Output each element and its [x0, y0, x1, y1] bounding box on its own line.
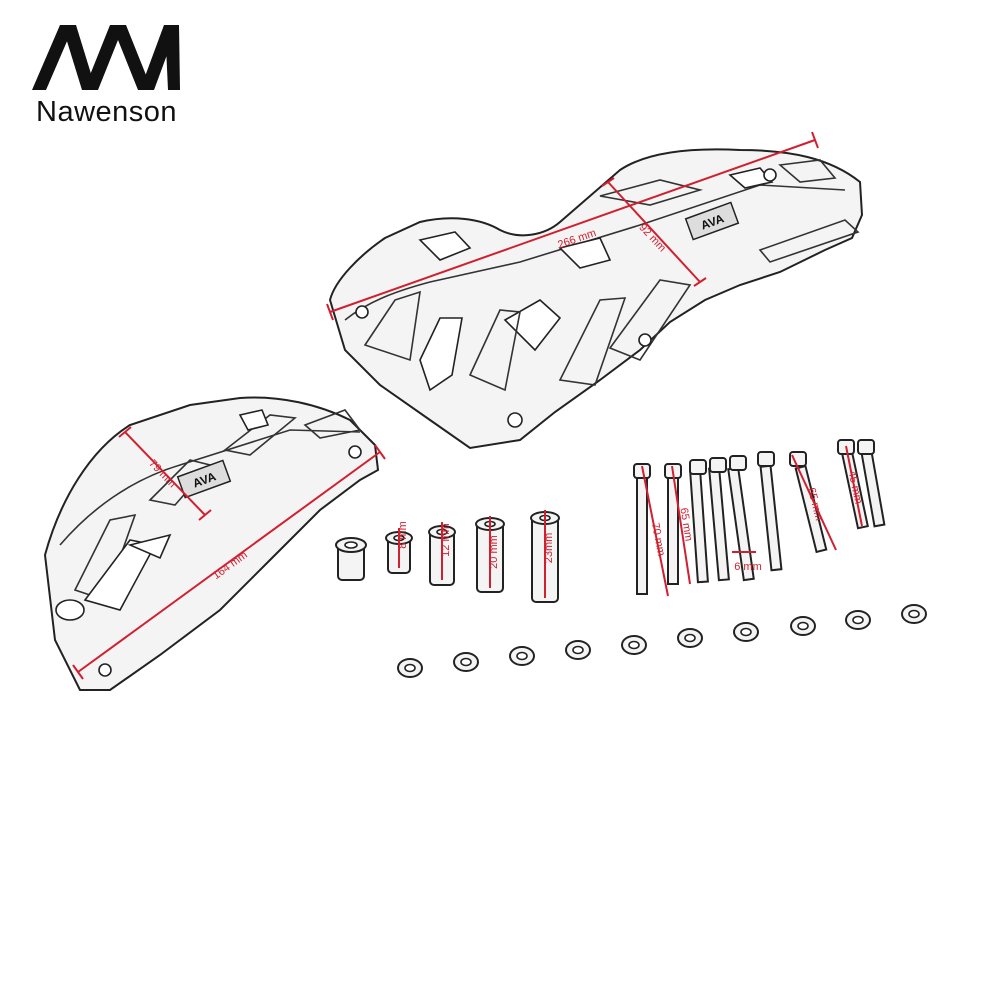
large-engine-cover: AVA	[328, 148, 864, 450]
bolt	[757, 451, 783, 572]
label-bolt-65-a: 65 mm	[677, 507, 694, 542]
bolt	[789, 451, 828, 554]
small-engine-cover: AVA	[43, 396, 380, 691]
washer	[845, 610, 871, 630]
label-spacer-23: 23mm	[543, 533, 555, 564]
label-spacer-12: 12 mm	[440, 523, 452, 557]
washer	[453, 652, 479, 672]
dim-line-large-length	[329, 139, 816, 313]
label-spacer-8: 8 mm	[397, 521, 409, 549]
emblem-badge-large: AVA	[684, 201, 740, 241]
spacer-1	[335, 537, 367, 581]
dim-line-large-width	[607, 181, 701, 283]
washer	[790, 616, 816, 636]
emblem-badge-small: AVA	[176, 459, 232, 499]
bolt-set	[633, 439, 886, 595]
spacer-set	[335, 511, 560, 603]
bolt	[708, 457, 730, 582]
dimension-lines	[72, 131, 863, 680]
washer	[621, 635, 647, 655]
washer-set	[397, 604, 927, 678]
label-spacer-20: 20 mm	[488, 535, 500, 569]
bolt	[857, 439, 886, 528]
bolt	[664, 463, 682, 585]
dim-line-small-length	[77, 451, 381, 673]
washer	[677, 628, 703, 648]
bolt	[633, 463, 651, 595]
washer	[901, 604, 927, 624]
washer	[733, 622, 759, 642]
washer	[509, 646, 535, 666]
washer	[397, 658, 423, 678]
label-bolt-70: 70 mm	[649, 522, 667, 557]
dim-line-small-width	[124, 431, 206, 516]
brand-name: Nawenson	[36, 96, 178, 128]
label-bolt-diameter: 6 mm	[734, 561, 762, 573]
washer	[565, 640, 591, 660]
bolt	[689, 459, 709, 584]
brand-logo-icon	[32, 25, 180, 90]
